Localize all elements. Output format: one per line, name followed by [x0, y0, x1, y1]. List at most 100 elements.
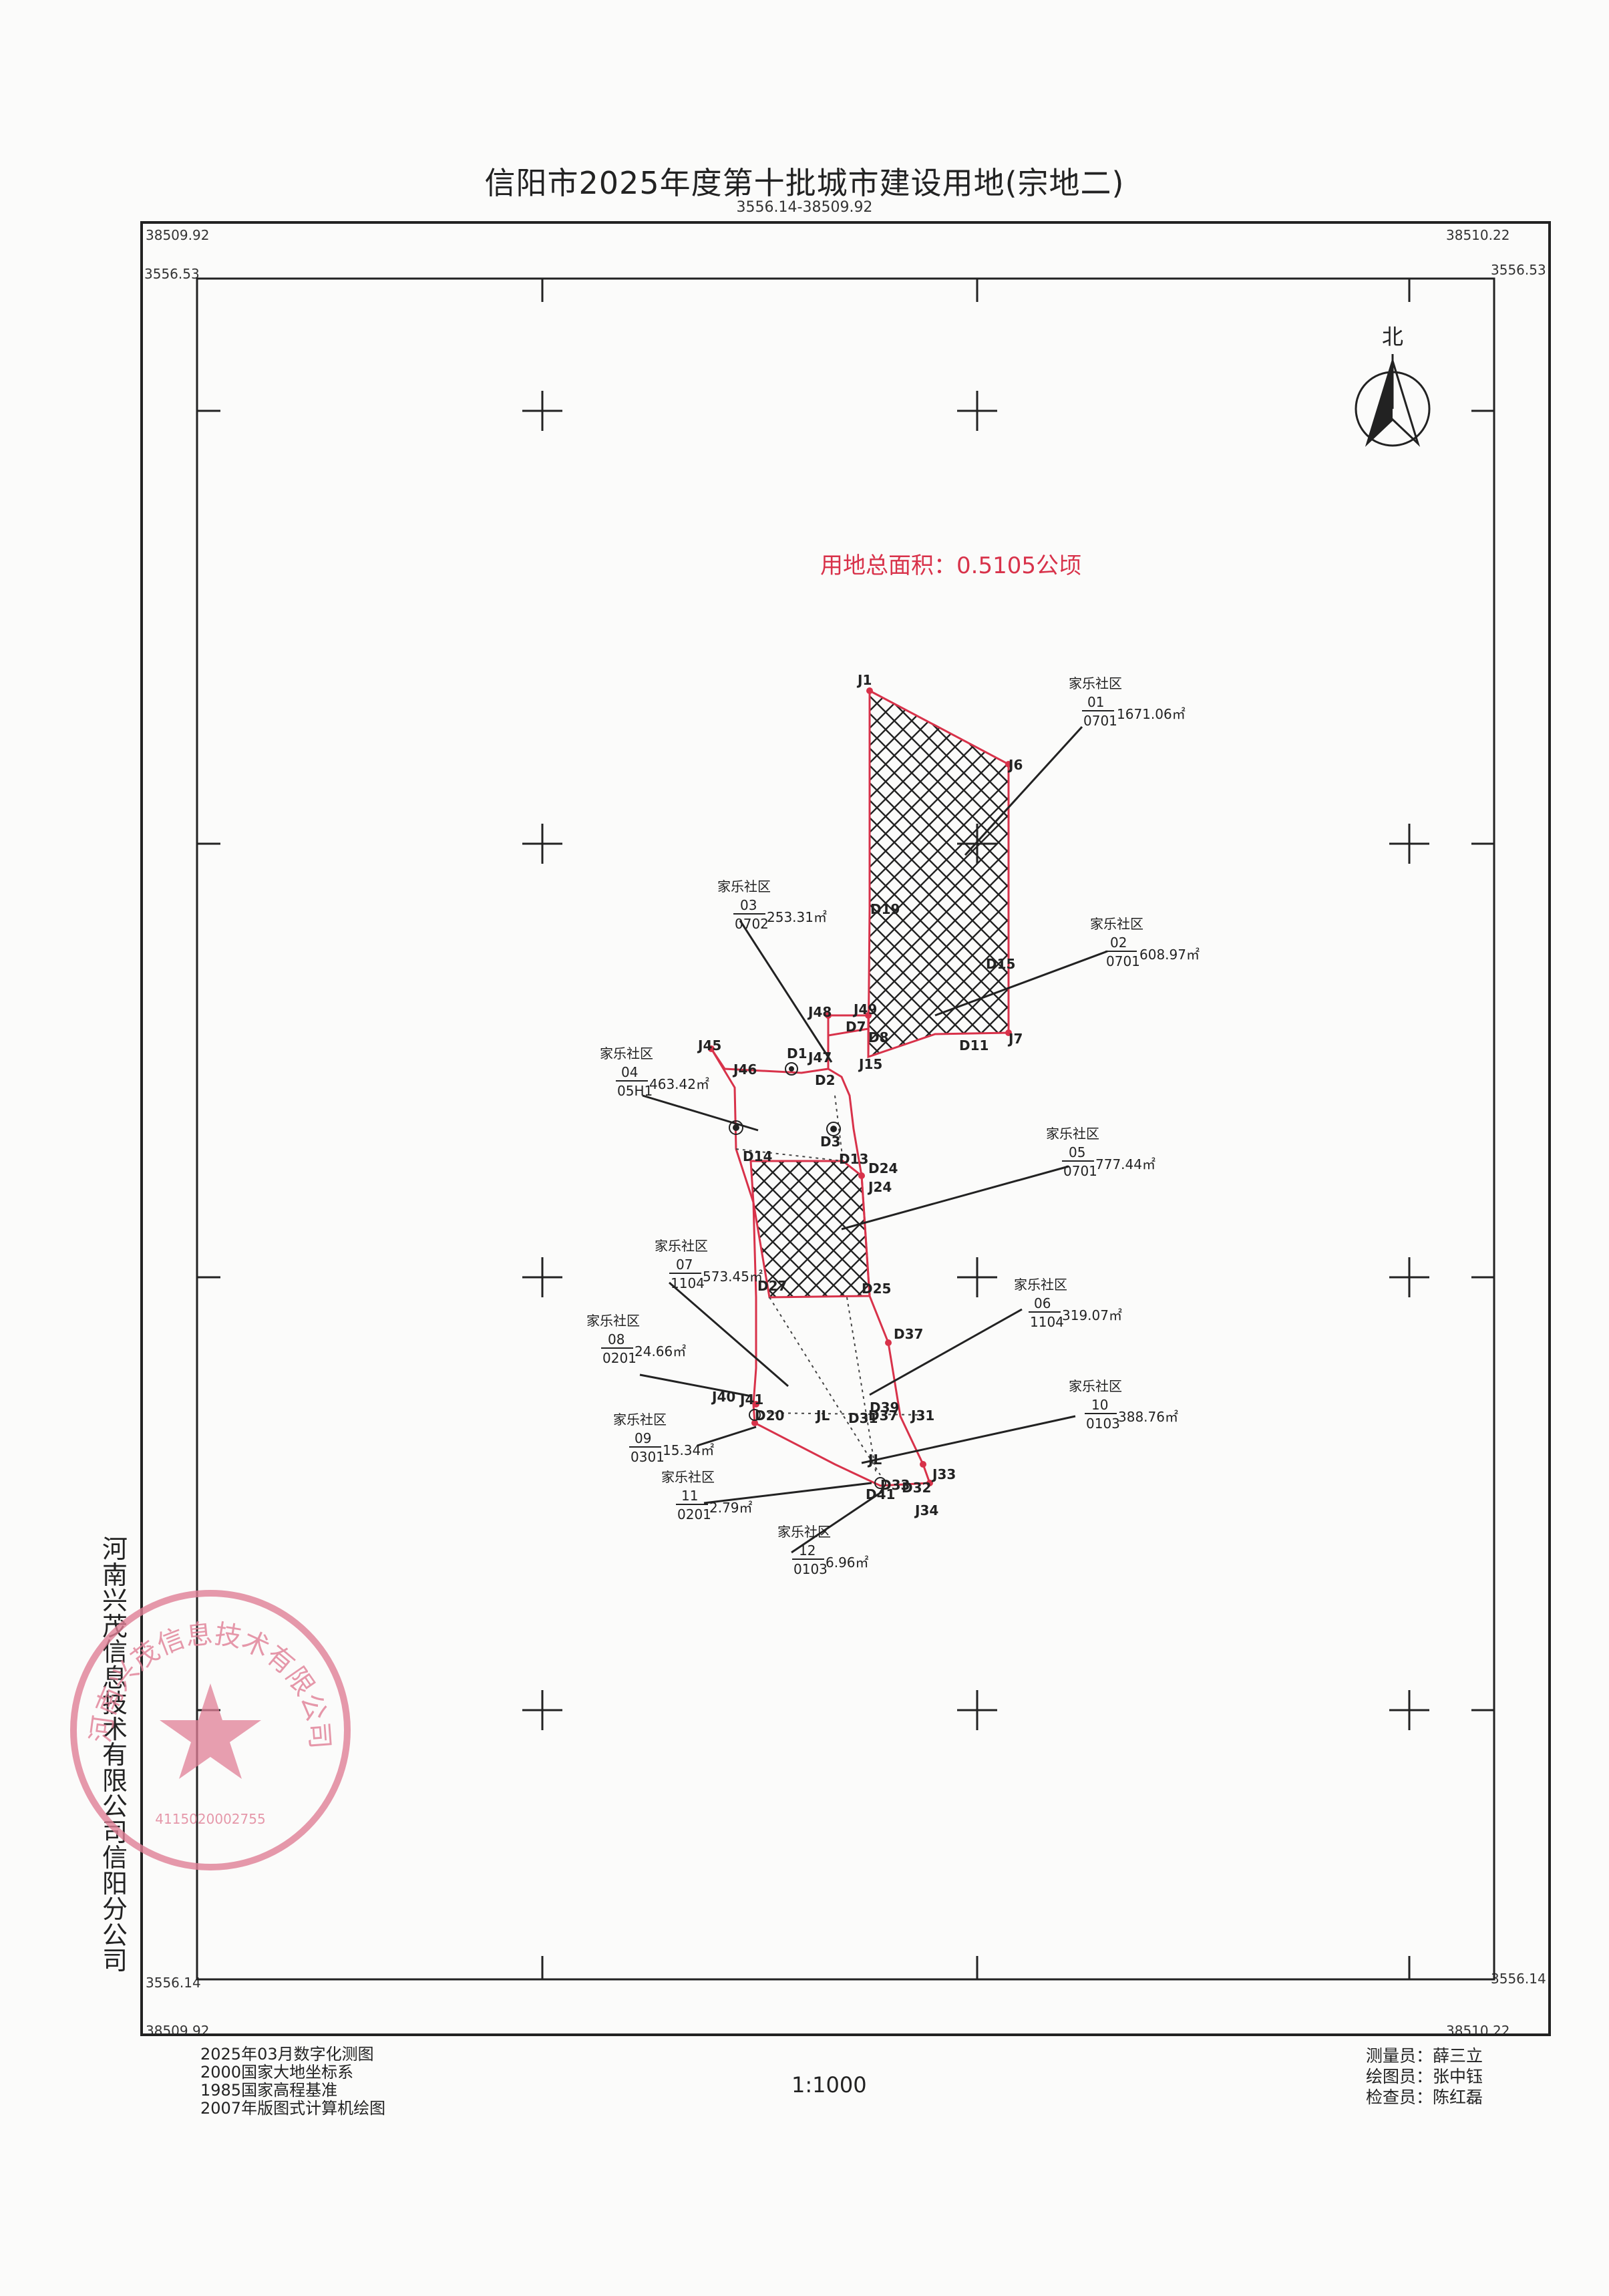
parcel-07-num: 07 — [676, 1257, 693, 1273]
parcel-05-code: 0701 — [1063, 1163, 1097, 1179]
parcel-12-area: 6.96㎡ — [826, 1554, 869, 1571]
point-label-d37b: D37 — [868, 1408, 898, 1424]
parcel-10-area: 388.76㎡ — [1118, 1409, 1178, 1425]
point-label-d32: D32 — [902, 1480, 931, 1496]
parcel-12-code: 0103 — [793, 1561, 828, 1577]
parcel-11-num: 11 — [681, 1488, 698, 1504]
parcel-09-owner: 家乐社区 — [613, 1412, 667, 1428]
parcel-03-code: 0702 — [735, 916, 769, 932]
footer-line-4: 2007年版图式计算机绘图 — [200, 2099, 386, 2118]
parcel-03-owner: 家乐社区 — [717, 878, 771, 894]
point-label-j48: J48 — [807, 1004, 832, 1020]
point-label-j6: J6 — [1007, 757, 1023, 773]
parcel-09-code: 0301 — [631, 1449, 665, 1465]
corner-top-left-x: 38509.92 — [146, 227, 210, 243]
parcel-06-area: 319.07㎡ — [1062, 1307, 1122, 1323]
footer-line-1: 2025年03月数字化测图 — [200, 2045, 374, 2064]
map-subtitle: 3556.14-38509.92 — [736, 199, 873, 216]
point-label-j46: J46 — [732, 1061, 757, 1078]
parcel-11-owner: 家乐社区 — [661, 1469, 715, 1485]
parcel-10-owner: 家乐社区 — [1069, 1378, 1122, 1394]
parcel-11-area: 2.79㎡ — [709, 1500, 753, 1516]
parcel-05-owner: 家乐社区 — [1046, 1126, 1099, 1142]
parcel-08-num: 08 — [608, 1331, 624, 1347]
parcel-10-annotation: 家乐社区 10 0103 388.76㎡ — [1069, 1378, 1178, 1432]
footer-line-2: 2000国家大地坐标系 — [200, 2063, 354, 2082]
parcel-01-area: 1671.06㎡ — [1117, 706, 1186, 722]
boundary-point-markers — [708, 687, 1012, 1486]
parcel-08-annotation: 家乐社区 08 0201 24.66㎡ — [586, 1313, 686, 1366]
north-arrow-icon — [1355, 354, 1431, 448]
corner-left-top-y: 3556.53 — [144, 266, 200, 282]
grid-crosses — [522, 391, 1429, 1730]
parcel-06-annotation: 家乐社区 06 1104 319.07㎡ — [1014, 1277, 1122, 1330]
parcel-07-owner: 家乐社区 — [655, 1238, 708, 1254]
corner-right-top-y: 3556.53 — [1491, 262, 1546, 278]
parcel-11-code: 0201 — [677, 1506, 711, 1522]
parcel-01-annotation: 家乐社区 01 0701 1671.06㎡ — [1069, 675, 1186, 729]
parcel-01-num: 01 — [1087, 694, 1104, 710]
parcel-02-num: 02 — [1110, 935, 1127, 951]
point-label-d39: D39 — [870, 1400, 899, 1416]
corner-left-bottom-y: 3556.14 — [146, 1975, 201, 1991]
parcel-12-num: 12 — [799, 1542, 816, 1559]
point-label-d31: D31 — [848, 1410, 878, 1426]
seal-number: 4115020002755 — [155, 1811, 265, 1827]
parcel-12-owner: 家乐社区 — [777, 1524, 831, 1540]
parcel-03-annotation: 家乐社区 03 0702 253.31㎡ — [717, 878, 827, 932]
parcel-05-area: 777.44㎡ — [1095, 1156, 1155, 1172]
total-area-label: 用地总面积：0.5105公顷 — [820, 552, 1081, 579]
map-scale: 1:1000 — [791, 2072, 867, 2098]
parcel-06-owner: 家乐社区 — [1014, 1277, 1067, 1293]
footer-staff: 测量员：薛三立 绘图员：张中钰 检查员：陈红磊 — [1366, 2045, 1483, 2108]
parcel-06-code: 1104 — [1030, 1314, 1064, 1330]
parcel-04-owner: 家乐社区 — [600, 1045, 653, 1061]
corner-right-bottom-y: 3556.14 — [1491, 1971, 1546, 1987]
point-label-d13: D13 — [839, 1151, 868, 1167]
parcel-hatched-north — [867, 689, 1010, 1059]
point-label-j34: J34 — [914, 1502, 938, 1518]
parcel-09-annotation: 家乐社区 09 0301 15.34㎡ — [613, 1412, 714, 1465]
parcel-08-area: 24.66㎡ — [635, 1343, 686, 1359]
corner-top-right-x: 38510.22 — [1446, 227, 1510, 243]
site-boundary — [710, 1027, 932, 1487]
footer-drafter: 绘图员：张中钰 — [1366, 2067, 1483, 2086]
parcel-09-num: 09 — [635, 1430, 651, 1446]
point-label-j7: J7 — [1007, 1031, 1023, 1047]
parcel-11-annotation: 家乐社区 11 0201 2.79㎡ — [661, 1469, 753, 1522]
parcel-annotations: 家乐社区 01 0701 1671.06㎡ 家乐社区 02 0701 608.9… — [586, 675, 1200, 1577]
point-label-j31: J31 — [910, 1408, 934, 1424]
footer-surveyor: 测量员：薛三立 — [1366, 2046, 1483, 2066]
point-label-j1: J1 — [856, 672, 872, 688]
map-title: 信阳市2025年度第十批城市建设用地(宗地二) — [484, 165, 1125, 201]
parcel-10-code: 0103 — [1086, 1416, 1120, 1432]
parcel-12-annotation: 家乐社区 12 0103 6.96㎡ — [777, 1524, 869, 1577]
parcel-08-code: 0201 — [602, 1350, 637, 1366]
point-label-j49: J49 — [852, 1001, 877, 1017]
point-label-d15: D15 — [986, 956, 1015, 972]
parcel-02-owner: 家乐社区 — [1090, 916, 1143, 932]
parcel-09-area: 15.34㎡ — [663, 1442, 714, 1458]
parcel-04-annotation: 家乐社区 04 05H1 463.42㎡ — [600, 1045, 709, 1099]
seal-star-icon — [160, 1683, 261, 1779]
parcel-10-num: 10 — [1091, 1397, 1108, 1413]
parcel-01-owner: 家乐社区 — [1069, 675, 1122, 691]
point-label-jl-1: JL — [815, 1408, 830, 1424]
parcel-08-owner: 家乐社区 — [586, 1313, 640, 1329]
parcel-02-code: 0701 — [1106, 953, 1140, 969]
inner-frame — [196, 277, 1495, 1981]
parcel-03-num: 03 — [740, 897, 757, 913]
footer-checker: 检查员：陈红磊 — [1366, 2088, 1483, 2107]
point-label-d25: D25 — [862, 1281, 891, 1297]
parcel-03-boundary — [827, 1014, 870, 1035]
footer-line-3: 1985国家高程基准 — [200, 2081, 338, 2100]
company-name-vertical: 河南兴茂信息技术有限公司信阳分公司 — [102, 1534, 128, 1975]
parcel-02-area: 608.97㎡ — [1139, 947, 1200, 963]
point-label-j33: J33 — [931, 1466, 956, 1482]
footer-survey-info: 2025年03月数字化测图 2000国家大地坐标系 1985国家高程基准 200… — [200, 2045, 385, 2118]
point-label-d19: D19 — [870, 901, 900, 917]
parcel-hatched-middle — [749, 1160, 871, 1299]
parcel-06-num: 06 — [1034, 1295, 1051, 1311]
point-label-d27: D27 — [757, 1278, 787, 1294]
